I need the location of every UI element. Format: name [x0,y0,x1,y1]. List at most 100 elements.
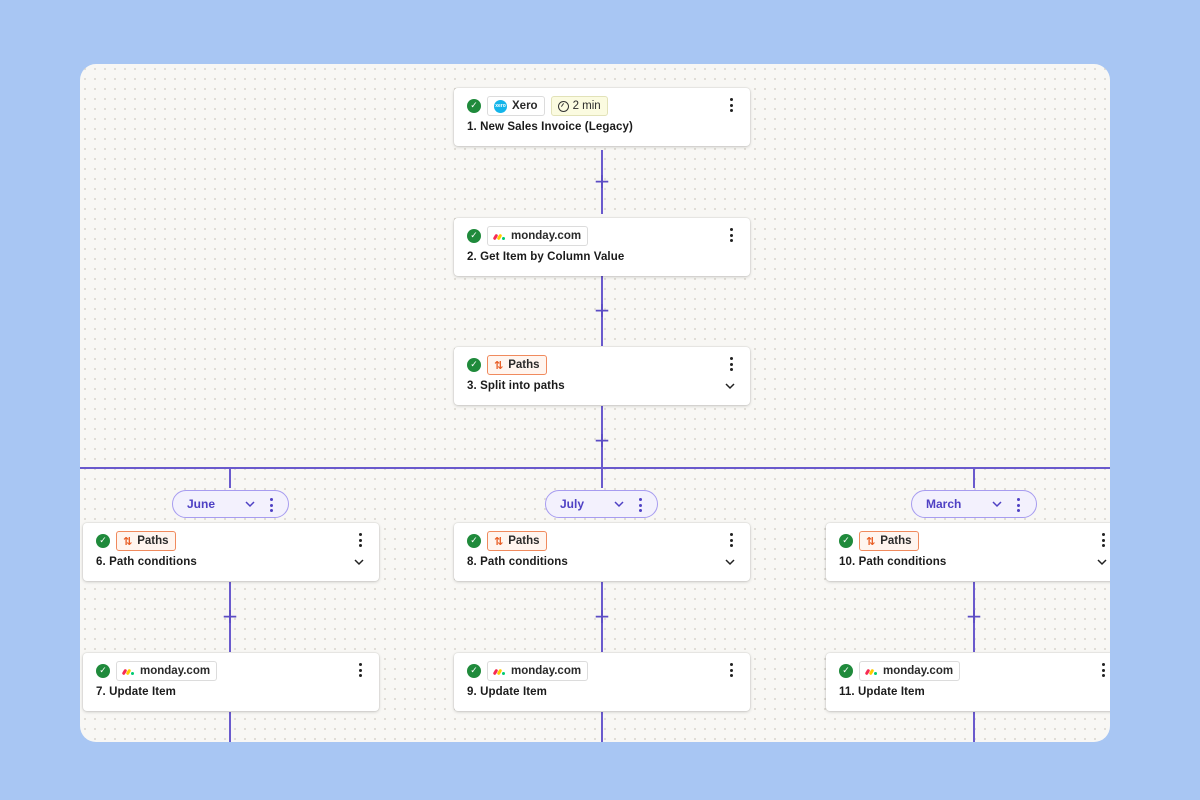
step-title: 10. Path conditions [839,556,947,568]
more-options-icon[interactable] [728,662,734,678]
add-step-button[interactable]: + [965,604,983,628]
monday-icon [492,666,506,676]
app-chip: ⇅ Paths [116,531,176,551]
step-title: 9. Update Item [467,686,548,698]
connector-line [601,712,603,742]
connector-line [973,582,975,652]
add-step-button[interactable]: + [221,604,239,628]
chevron-down-icon[interactable] [245,499,255,509]
step-title: 3. Split into paths [467,380,565,392]
monday-icon [864,666,878,676]
more-options-icon[interactable] [1100,662,1106,678]
app-name: monday.com [511,230,582,242]
app-chip: monday.com [487,661,589,681]
step-card[interactable]: ✓ ⇅ Paths 6. Path conditions [83,523,379,581]
add-step-button[interactable]: + [593,169,611,193]
path-name: June [187,497,216,511]
more-options-icon[interactable] [269,498,273,512]
paths-icon: ⇅ [866,534,876,548]
more-options-icon[interactable] [728,532,734,548]
more-options-icon[interactable] [638,498,642,512]
connector-line [229,582,231,652]
chevron-down-icon[interactable] [354,557,364,567]
app-name: Paths [880,535,912,547]
connector-line [229,468,231,488]
check-circle-icon: ✓ [467,229,481,243]
duration-text: 2 min [572,100,601,112]
paths-icon: ⇅ [494,358,504,372]
app-name: Xero [512,100,538,112]
add-step-button[interactable]: + [593,428,611,452]
step-title: 2. Get Item by Column Value [467,251,625,263]
path-name: July [560,497,585,511]
check-circle-icon: ✓ [467,358,481,372]
step-card[interactable]: ✓ ⇅ Paths 10. Path conditions [826,523,1110,581]
app-name: monday.com [511,665,582,677]
more-options-icon[interactable] [1016,498,1020,512]
more-options-icon[interactable] [357,662,363,678]
more-options-icon[interactable] [728,227,734,243]
connector-line [601,150,603,214]
app-chip: ⇅ Paths [859,531,919,551]
workflow-canvas[interactable]: + + + + + + ✓ xero Xero 2 min 1. New Sal… [80,64,1110,742]
branch-line [80,467,1110,469]
duration-badge: 2 min [550,96,608,116]
step-title: 6. Path conditions [96,556,197,568]
step-card[interactable]: ✓ ⇅ Paths 8. Path conditions [454,523,750,581]
step-card[interactable]: ✓ monday.com 2. Get Item by Column Value [454,218,750,276]
add-step-button[interactable]: + [593,298,611,322]
xero-icon: xero [494,99,507,113]
check-circle-icon: ✓ [467,664,481,678]
paths-icon: ⇅ [494,534,504,548]
check-circle-icon: ✓ [96,664,110,678]
connector-line [229,712,231,742]
path-pill-march[interactable]: March [911,490,1037,518]
chevron-down-icon[interactable] [725,557,735,567]
app-chip: monday.com [116,661,218,681]
check-circle-icon: ✓ [467,99,481,113]
check-circle-icon: ✓ [96,534,110,548]
check-circle-icon: ✓ [839,534,853,548]
more-options-icon[interactable] [728,356,734,372]
add-step-button[interactable]: + [593,604,611,628]
path-name: March [926,497,962,511]
chevron-down-icon[interactable] [992,499,1002,509]
app-name: Paths [137,535,169,547]
app-name: monday.com [883,665,954,677]
app-chip: monday.com [487,226,589,246]
connector-line [601,468,603,488]
app-chip: monday.com [859,661,961,681]
more-options-icon[interactable] [728,97,734,113]
monday-icon [492,231,506,241]
connector-line [601,406,603,468]
path-pill-july[interactable]: July [545,490,658,518]
connector-line [601,276,603,346]
step-card[interactable]: ✓ monday.com 11. Update Item [826,653,1110,711]
step-card[interactable]: ✓ monday.com 7. Update Item [83,653,379,711]
more-options-icon[interactable] [1100,532,1106,548]
step-card[interactable]: ✓ monday.com 9. Update Item [454,653,750,711]
step-title: 8. Path conditions [467,556,568,568]
step-title: 1. New Sales Invoice (Legacy) [467,121,633,133]
more-options-icon[interactable] [357,532,363,548]
chevron-down-icon[interactable] [725,381,735,391]
app-name: monday.com [140,665,211,677]
check-circle-icon: ✓ [839,664,853,678]
step-title: 7. Update Item [96,686,177,698]
app-chip: ⇅ Paths [487,531,547,551]
app-name: Paths [508,359,540,371]
app-name: Paths [508,535,540,547]
check-circle-icon: ✓ [467,534,481,548]
chevron-down-icon[interactable] [614,499,624,509]
monday-icon [121,666,135,676]
chevron-down-icon[interactable] [1097,557,1107,567]
paths-icon: ⇅ [123,534,133,548]
clock-icon [557,100,569,112]
step-card[interactable]: ✓ ⇅ Paths 3. Split into paths [454,347,750,405]
step-card[interactable]: ✓ xero Xero 2 min 1. New Sales Invoice (… [454,88,750,146]
connector-line [601,582,603,652]
connector-line [973,712,975,742]
app-chip: xero Xero [487,96,545,116]
path-pill-june[interactable]: June [172,490,289,518]
step-title: 11. Update Item [839,686,925,698]
